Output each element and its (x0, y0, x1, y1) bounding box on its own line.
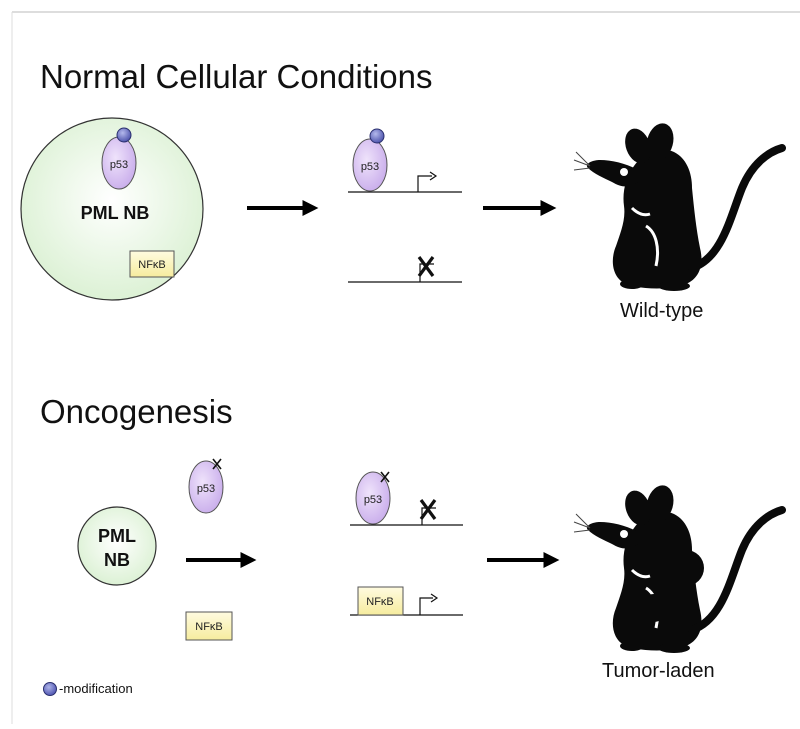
pml-nb-nucleus-small (77, 506, 157, 586)
nfkb-box-onco-dna (357, 586, 404, 616)
outcome-label-tumor-laden: Tumor-laden (602, 660, 715, 682)
p53-label-normal-nucleus: p53 (110, 159, 128, 171)
pml-label-onco: PML (98, 526, 136, 546)
block-x-normal (417, 256, 435, 277)
p53-label-onco-dna: p53 (364, 494, 382, 506)
section-title-normal: Normal Cellular Conditions (40, 58, 433, 95)
nfkb-box-normal-nucleus (129, 250, 175, 278)
mouse-wild-type-silhouette (574, 120, 782, 291)
transcription-start-onco-active (419, 597, 433, 615)
pml-nb-label-normal: PML NB (81, 203, 150, 223)
block-x-onco (419, 499, 437, 520)
mouse-tumor-laden-silhouette (574, 482, 782, 653)
p53-protein-onco-dna (355, 471, 391, 525)
p53-label-normal-dna: p53 (361, 161, 379, 173)
outcome-label-wild-type: Wild-type (620, 300, 704, 322)
legend: -modification (43, 681, 133, 696)
nfkb-box-onco-free (185, 611, 233, 641)
nb-label-onco: NB (104, 550, 130, 570)
no-modification-x-onco-dna (380, 471, 390, 483)
no-modification-x-onco-free (212, 458, 222, 470)
transcription-start-normal-active (417, 175, 432, 192)
modification-dot-normal-nucleus (116, 127, 132, 143)
p53-protein-normal-dna (352, 138, 388, 192)
nfkb-label-onco-dna: NFκB (366, 596, 394, 608)
legend-label: -modification (59, 681, 133, 696)
nfkb-label-normal-nucleus: NFκB (138, 259, 166, 271)
transcription-arrowhead-normal-active (429, 171, 438, 181)
tumor-bump-2 (640, 594, 668, 622)
p53-protein-onco-free (188, 460, 224, 514)
tumor-bump-1 (668, 550, 704, 586)
p53-label-onco-free: p53 (197, 483, 215, 495)
modification-legend-icon (43, 681, 57, 696)
nfkb-label-onco-free: NFκB (195, 621, 223, 633)
modification-dot-normal-dna (369, 128, 385, 144)
section-title-oncogenesis: Oncogenesis (40, 393, 233, 430)
transcription-arrowhead-onco-active (430, 593, 439, 603)
